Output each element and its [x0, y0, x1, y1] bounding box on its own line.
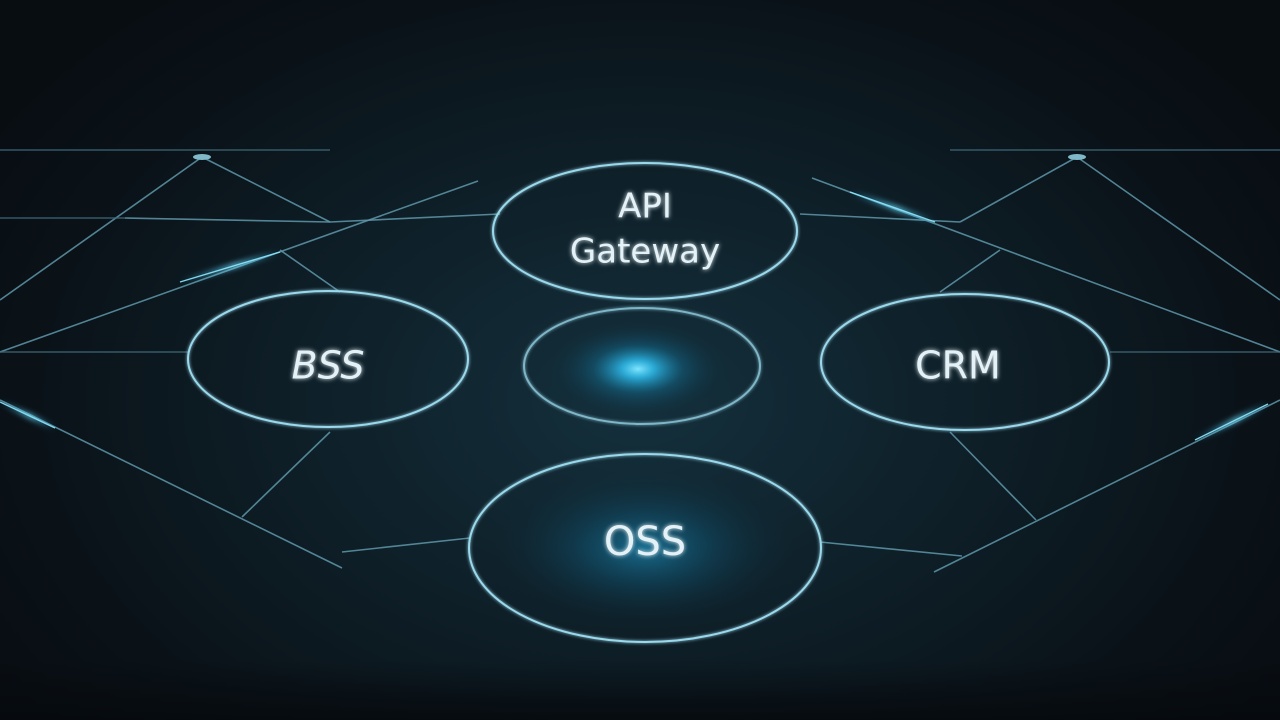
bss-node[interactable]: BSS	[187, 290, 469, 428]
api-gateway-node[interactable]: API Gateway	[492, 162, 798, 300]
api-gateway-ring	[492, 162, 798, 300]
bss-label: BSS	[292, 344, 365, 388]
center-hub-node[interactable]	[523, 307, 761, 425]
crm-ring	[820, 293, 1110, 431]
bss-ring	[187, 290, 469, 428]
light-streaks	[0, 190, 1269, 442]
oss-ring	[468, 453, 822, 643]
connection-lines	[0, 149, 1280, 573]
crm-label: CRM	[915, 344, 1001, 388]
center-hub-ring	[523, 307, 761, 425]
wire-endpoint-dots	[193, 154, 1086, 160]
oss-label: OSS	[604, 519, 686, 565]
api-gateway-label-line1: API	[618, 187, 672, 227]
crm-node[interactable]: CRM	[820, 293, 1110, 431]
oss-glow	[495, 468, 795, 628]
api-gateway-label-line2: Gateway	[570, 232, 720, 272]
center-hub-glow	[548, 321, 728, 417]
oss-node[interactable]: OSS	[468, 453, 822, 643]
